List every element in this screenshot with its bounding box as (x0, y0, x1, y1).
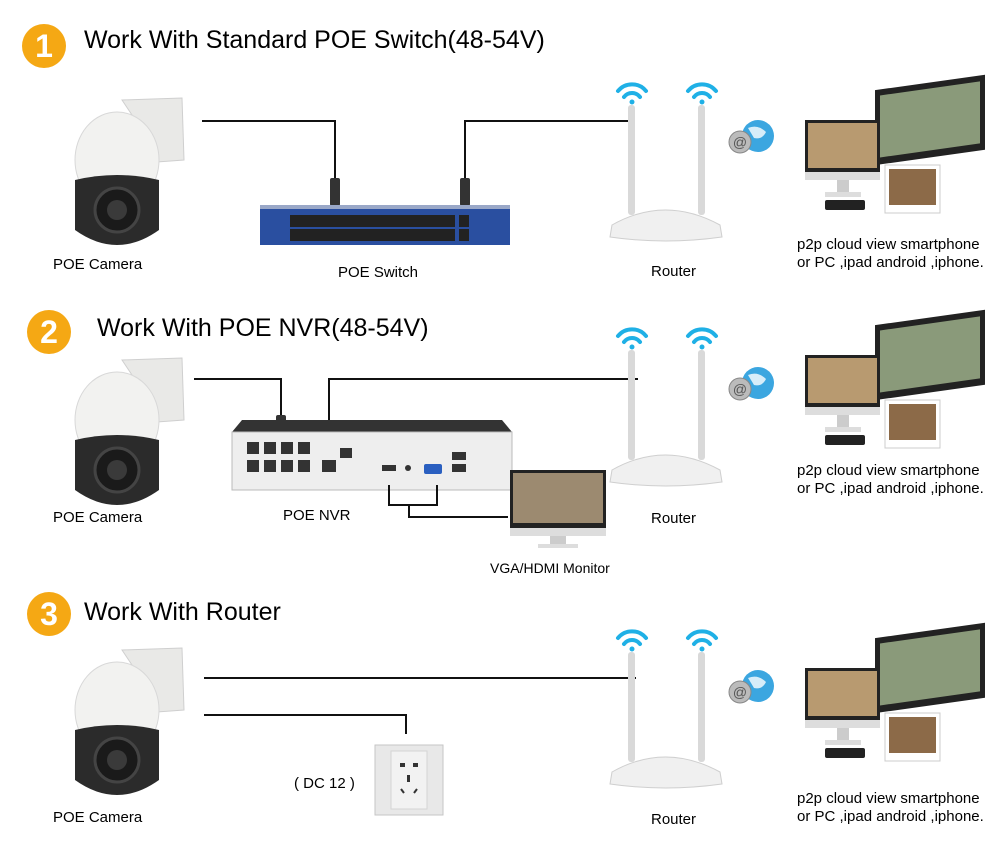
clients-label-line1: p2p cloud view smartphone (797, 790, 980, 807)
clients-label-line2: or PC ,ipad android ,iphone. (797, 480, 984, 497)
power-spec-label: ( DC 12 ) (294, 775, 355, 792)
vga-cable (436, 485, 438, 505)
poe-nvr-image (231, 420, 513, 491)
cable (464, 120, 634, 122)
step-badge-1: 1 (22, 24, 66, 68)
cable (334, 120, 336, 180)
hdmi-cable (388, 485, 390, 505)
cable (194, 378, 282, 380)
internet-globe-icon (728, 119, 775, 154)
section-title-3: Work With Router (84, 598, 281, 626)
cable (388, 504, 438, 506)
cable (408, 504, 410, 518)
camera-label: POE Camera (53, 256, 143, 273)
router-image (608, 82, 724, 243)
router-label: Router (651, 510, 697, 527)
cable (328, 378, 330, 438)
network-cable (204, 677, 636, 679)
clients-label-line2: or PC ,ipad android ,iphone. (797, 808, 984, 825)
poe-camera-image (73, 356, 186, 507)
step-badge-3: 3 (27, 592, 71, 636)
clients-label-line1: p2p cloud view smartphone (797, 236, 980, 253)
camera-label: POE Camera (53, 809, 143, 826)
step-badge-2: 2 (27, 310, 71, 354)
cable (328, 378, 638, 380)
power-outlet-image (374, 744, 444, 816)
router-label: Router (651, 263, 697, 280)
rj45-plug (330, 178, 340, 206)
router-label: Router (651, 811, 697, 828)
cable (280, 378, 282, 418)
switch-label: POE Switch (338, 264, 419, 281)
cable (408, 516, 508, 518)
internet-globe-icon (728, 366, 775, 401)
camera-label: POE Camera (53, 509, 143, 526)
monitor-image (510, 470, 606, 548)
power-cable (204, 714, 406, 716)
cable (202, 120, 336, 122)
power-cable (405, 714, 407, 734)
client-devices-image (804, 74, 986, 214)
section-title-1: Work With Standard POE Switch(48-54V) (84, 26, 545, 54)
router-image (608, 327, 724, 488)
poe-camera-image (73, 96, 186, 247)
cable (464, 120, 466, 180)
client-devices-image (804, 622, 986, 762)
clients-label-line2: or PC ,ipad android ,iphone. (797, 254, 984, 271)
poe-switch-image (260, 205, 510, 245)
router-image (608, 629, 724, 790)
section-title-2: Work With POE NVR(48-54V) (97, 314, 429, 342)
internet-globe-icon (728, 669, 775, 704)
monitor-label: VGA/HDMI Monitor (490, 560, 610, 576)
poe-camera-image (73, 646, 186, 797)
rj45-plug (460, 178, 470, 206)
clients-label-line1: p2p cloud view smartphone (797, 462, 980, 479)
nvr-label: POE NVR (283, 507, 351, 524)
client-devices-image (804, 309, 986, 449)
